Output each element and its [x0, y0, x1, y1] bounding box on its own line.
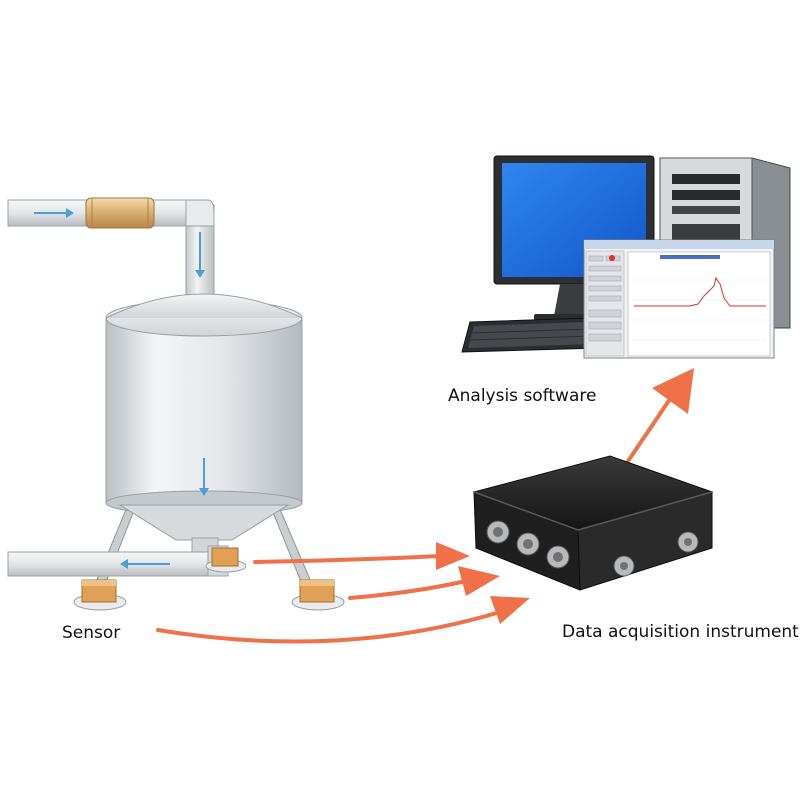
signal-arrow-4: [620, 394, 674, 472]
cable-gland: [613, 555, 635, 577]
cable-gland: [516, 532, 540, 556]
signal-arrow-2: [348, 578, 472, 600]
sensor-label: Sensor: [62, 623, 121, 643]
keyboard-icon: [461, 317, 601, 353]
arrowhead-4: [652, 368, 694, 414]
tank-assembly: [7, 197, 345, 611]
flow-arrow-icon: [199, 458, 209, 496]
signal-arrow-3: [156, 610, 502, 644]
data-acquisition-box-icon: [472, 455, 714, 591]
sensor-icon: [291, 579, 345, 611]
signal-arrowheads: [436, 368, 694, 624]
arrowhead-1: [436, 542, 470, 570]
signal-arrow-1: [253, 554, 442, 564]
cable-gland: [486, 520, 510, 544]
flow-arrow-icon: [120, 559, 170, 569]
inlet-pipe: [7, 197, 215, 298]
arrowhead-2: [458, 566, 500, 596]
cable-gland: [677, 531, 699, 553]
sensor-icon: [73, 579, 127, 611]
sensor-icon: [205, 547, 247, 573]
pipe-coupling: [85, 197, 155, 229]
signal-arrows: [156, 394, 674, 644]
arrowhead-3: [490, 596, 530, 624]
cable-gland: [546, 545, 570, 569]
window-title-marks: [660, 255, 720, 259]
flow-arrow-icon: [195, 232, 205, 278]
data-acquisition-instrument-label: Data acquisition instrument: [562, 622, 799, 642]
flow-arrow-icon: [34, 208, 74, 218]
analysis-software-label: Analysis software: [448, 386, 597, 406]
software-window-icon: [583, 239, 775, 359]
tank-icon: [105, 293, 303, 557]
chart-grid: [632, 279, 766, 341]
signal-curve: [634, 276, 766, 307]
